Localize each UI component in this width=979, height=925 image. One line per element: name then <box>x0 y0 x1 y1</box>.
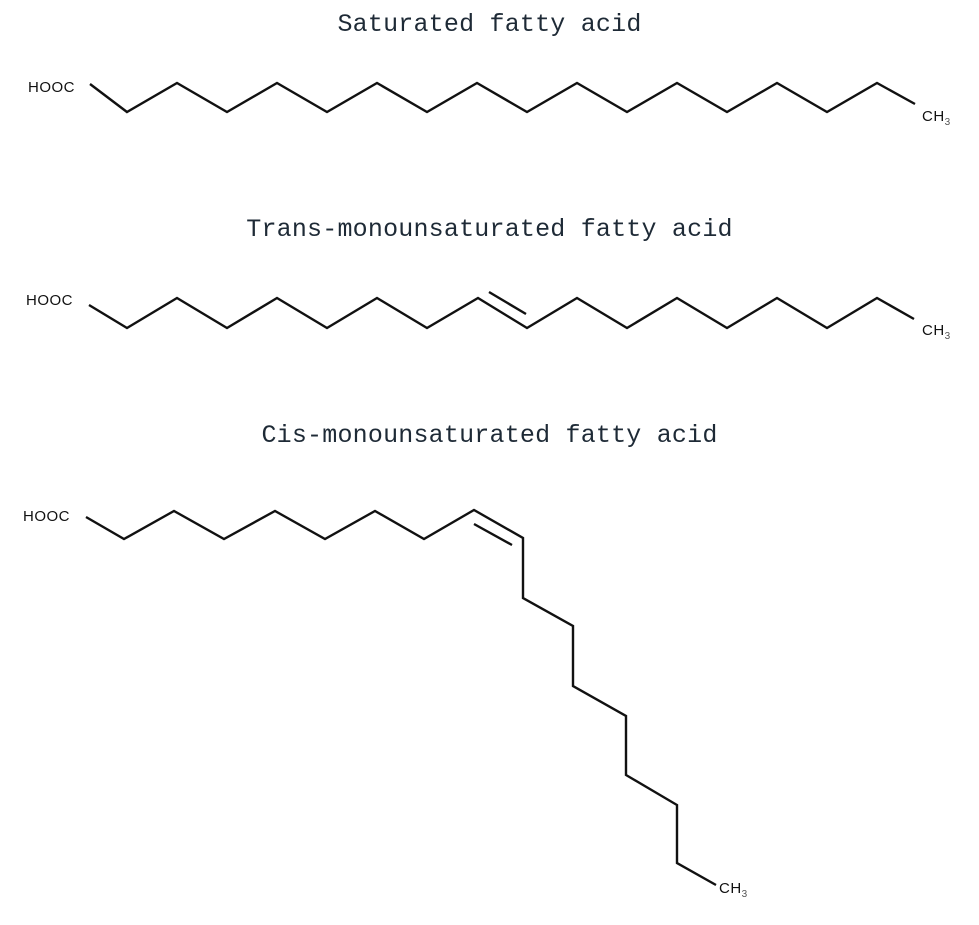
saturated-ch3-label: CH3 <box>922 108 951 128</box>
saturated-title: Saturated fatty acid <box>337 10 642 39</box>
cis-molecule: HOOC CH3 <box>23 508 748 900</box>
cis-double-bond <box>473 522 513 547</box>
trans-title: Trans-monounsaturated fatty acid <box>246 215 733 244</box>
trans-hooc-label: HOOC <box>26 292 73 309</box>
trans-ch3-label: CH3 <box>922 322 951 342</box>
trans-double-bond <box>488 290 527 316</box>
trans-chain <box>88 296 915 330</box>
cis-hooc-label: HOOC <box>23 508 70 525</box>
saturated-hooc-label: HOOC <box>28 79 75 96</box>
saturated-molecule: HOOC CH3 <box>28 79 951 128</box>
saturated-chain <box>89 81 916 114</box>
cis-chain <box>85 508 717 887</box>
cis-title: Cis-monounsaturated fatty acid <box>261 421 718 450</box>
trans-molecule: HOOC CH3 <box>26 290 951 342</box>
cis-ch3-label: CH3 <box>719 880 748 900</box>
